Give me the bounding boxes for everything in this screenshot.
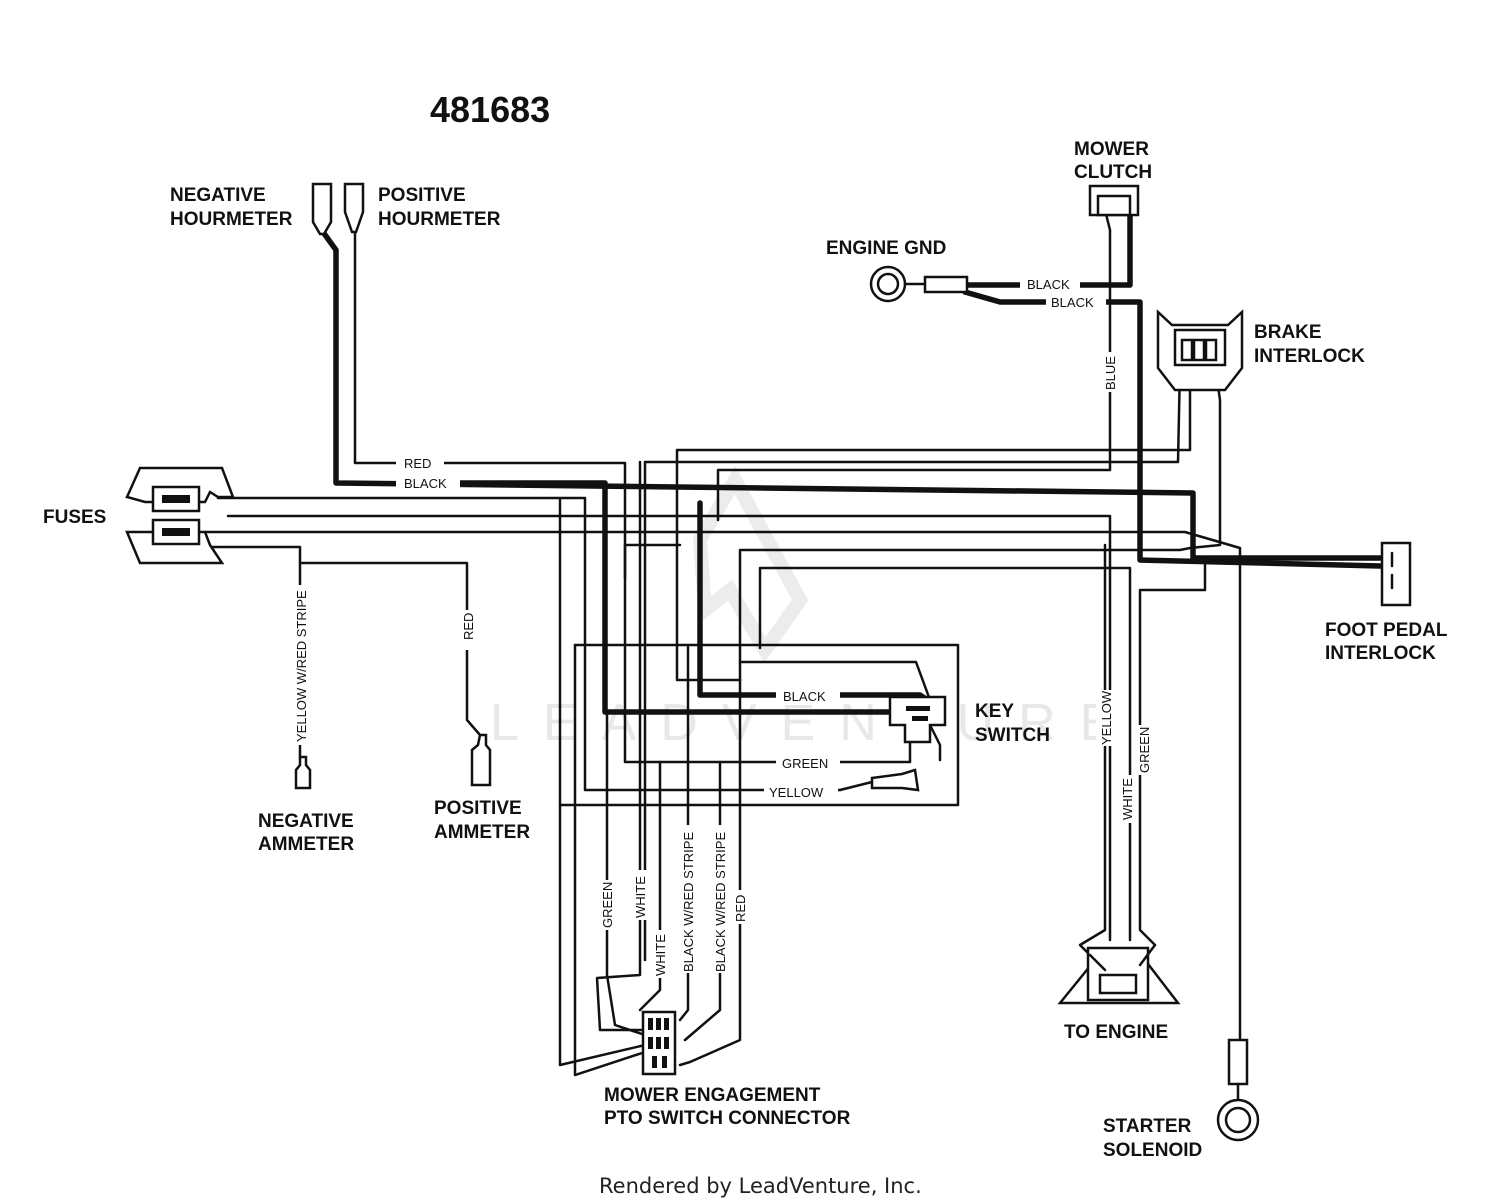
wire-key-4 <box>928 723 942 762</box>
starter-solenoid-label-2: SOLENOID <box>1103 1140 1202 1161</box>
positive-hourmeter-label-1: POSITIVE <box>378 185 466 206</box>
wire-right-loop <box>758 566 1132 942</box>
mower-engagement-label-2: PTO SWITCH CONNECTOR <box>604 1108 851 1129</box>
wire-label-white-pto-2: WHITE <box>653 934 668 976</box>
foot-pedal-interlock-label-2: INTERLOCK <box>1325 643 1436 664</box>
wire-label-black-red-stripe-2: BLACK W/RED STRIPE <box>713 832 728 972</box>
positive-ammeter-terminal <box>470 733 492 787</box>
foot-pedal-interlock-connector <box>1380 541 1412 607</box>
negative-ammeter-terminal <box>294 755 312 790</box>
brake-wire-3 <box>738 363 1222 682</box>
key-switch-label-1: KEY <box>975 701 1014 722</box>
wire-label-blue: BLUE <box>1103 356 1118 390</box>
negative-hourmeter-label-2: HOURMETER <box>170 209 293 230</box>
component-labels: NEGATIVE HOURMETER POSITIVE HOURMETER MO… <box>43 139 1448 1161</box>
pto-outer-loop-2 <box>558 803 647 1067</box>
wire-label-green-right: GREEN <box>1137 727 1152 773</box>
wire-label-red-ammeter: RED <box>461 613 476 640</box>
wire-label-black-top: BLACK <box>404 476 447 491</box>
harness-wire-2 <box>226 514 1112 942</box>
positive-hourmeter-label-2: HOURMETER <box>378 209 501 230</box>
positive-ammeter-label-2: AMMETER <box>434 822 530 843</box>
blue-wire <box>716 208 1112 522</box>
fuse-block <box>125 466 235 565</box>
fuses-label: FUSES <box>43 507 106 528</box>
key-switch-label-2: SWITCH <box>975 725 1050 746</box>
wire-label-white-right: WHITE <box>1120 778 1135 820</box>
wire-label-yellow-red-stripe: YELLOW W/RED STRIPE <box>294 590 309 742</box>
engine-gnd-ring <box>869 265 969 303</box>
positive-ammeter-label-1: POSITIVE <box>434 798 522 819</box>
brake-interlock-label-1: BRAKE <box>1254 322 1322 343</box>
to-engine-connector <box>1057 943 1181 1005</box>
to-engine-label: TO ENGINE <box>1064 1022 1168 1043</box>
footer-credit: Rendered by LeadVenture, Inc. <box>599 1174 922 1198</box>
negative-ammeter-label-2: AMMETER <box>258 834 354 855</box>
wire-label-yellow-key: YELLOW <box>769 785 824 800</box>
red-wire-hourmeter <box>353 230 627 580</box>
engine-gnd-label: ENGINE GND <box>826 238 946 259</box>
negative-hourmeter-terminal <box>311 182 333 236</box>
starter-solenoid-label-1: STARTER <box>1103 1116 1192 1137</box>
wire-label-black-engine-1: BLACK <box>1027 277 1070 292</box>
key-switch-connector <box>838 695 947 792</box>
red-wire-pto <box>678 678 742 1067</box>
mower-clutch-connector <box>1088 184 1140 217</box>
white-wire-pto-2 <box>638 760 662 1012</box>
black-wire-engine-2 <box>962 289 1383 569</box>
negative-hourmeter-label-1: NEGATIVE <box>170 185 266 206</box>
wire-label-backgrounds <box>291 276 1153 978</box>
black-red-stripe-1 <box>678 643 690 1022</box>
brake-interlock-connector <box>1156 309 1244 392</box>
black-wire-engine-1 <box>962 207 1133 288</box>
green-wire-key <box>623 543 912 764</box>
diagram-number: 481683 <box>430 89 550 130</box>
wire-label-black-key: BLACK <box>783 689 826 704</box>
wire-labels: RED BLACK BLACK BLACK BLUE YELLOW W/RED … <box>294 277 1152 976</box>
mower-clutch-label-2: CLUTCH <box>1074 162 1152 183</box>
starter-solenoid-ring <box>1216 1038 1260 1142</box>
white-wire-pto-1 <box>595 460 647 1032</box>
foot-pedal-interlock-label-1: FOOT PEDAL <box>1325 620 1448 641</box>
black-wire-hourmeter <box>320 229 1383 561</box>
wire-label-red-pto: RED <box>733 895 748 922</box>
wire-key-3 <box>738 660 932 702</box>
red-wire-ammeter <box>298 561 482 737</box>
harness-wire-ammeter <box>203 545 302 760</box>
mower-engagement-label-1: MOWER ENGAGEMENT <box>604 1085 821 1106</box>
wire-label-green-key: GREEN <box>782 756 828 771</box>
wire-label-white-pto-1: WHITE <box>633 876 648 918</box>
wire-key-loop <box>558 498 960 807</box>
wire-label-green-pto: GREEN <box>600 882 615 928</box>
wire-label-yellow-right: YELLOW <box>1099 690 1114 745</box>
negative-ammeter-label-1: NEGATIVE <box>258 811 354 832</box>
pto-outer-loop <box>573 643 647 1077</box>
mower-clutch-label-1: MOWER <box>1074 139 1149 160</box>
brake-interlock-label-2: INTERLOCK <box>1254 346 1365 367</box>
wire-label-red-top: RED <box>404 456 431 471</box>
positive-hourmeter-terminal <box>343 182 365 234</box>
harness-wire-3 <box>203 530 1242 1042</box>
wire-label-black-engine-2: BLACK <box>1051 295 1094 310</box>
hourmeter-terminals <box>311 182 365 236</box>
wire-label-black-red-stripe-1: BLACK W/RED STRIPE <box>681 832 696 972</box>
black-wire-key-2 <box>457 480 913 715</box>
pto-switch-connector <box>641 1010 677 1076</box>
